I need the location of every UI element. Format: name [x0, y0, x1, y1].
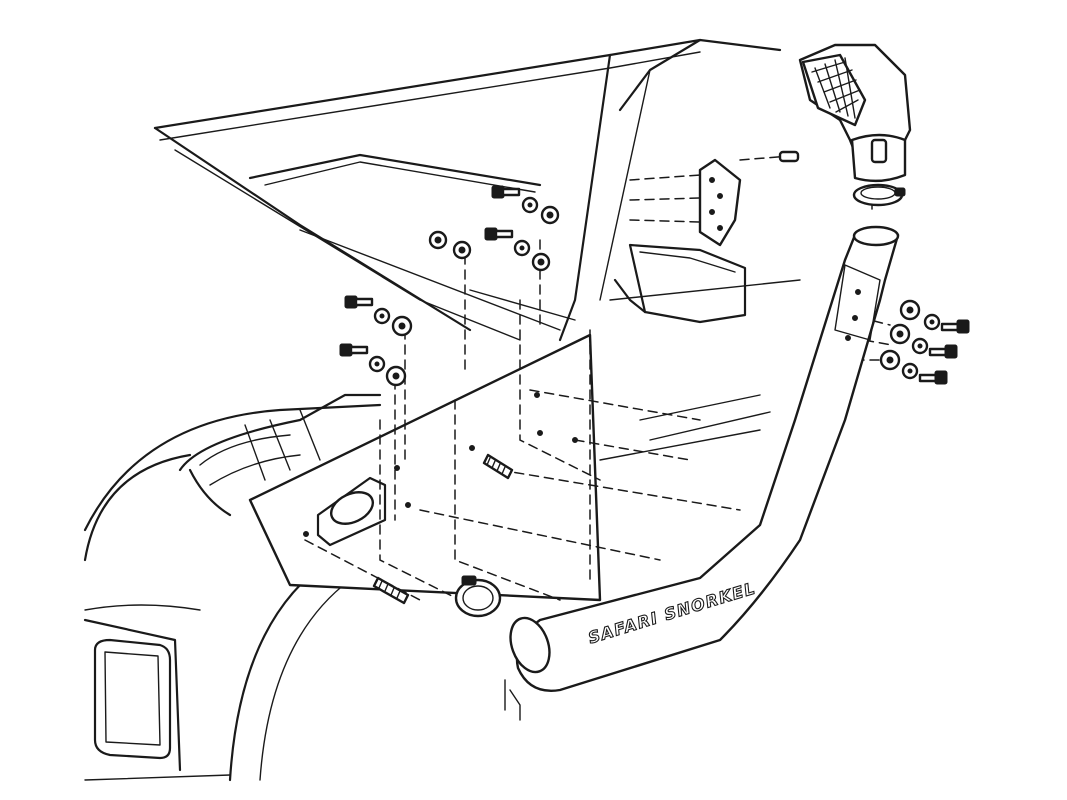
nut-icon [513, 239, 531, 257]
washer-icon [391, 315, 413, 337]
upper-clamp [852, 183, 906, 207]
air-ram-head [798, 43, 912, 183]
fasteners-right [879, 299, 970, 385]
washer-icon [428, 230, 448, 250]
washer-icon [889, 323, 911, 345]
studs [372, 453, 514, 605]
stud-icon [372, 576, 410, 605]
alignment-lines [304, 155, 893, 601]
nut-icon [901, 362, 919, 380]
washer-icon [385, 365, 407, 387]
bolt-icon [491, 185, 521, 199]
nut-icon [373, 307, 391, 325]
nut-icon [521, 196, 539, 214]
washer-icon [452, 240, 472, 260]
bolt-icon [484, 227, 514, 241]
washer-icon [899, 299, 921, 321]
stud-icon [482, 453, 514, 480]
fasteners-left [339, 185, 560, 387]
nut-icon [923, 313, 941, 331]
bolt-icon [928, 344, 958, 359]
washer-icon [531, 252, 551, 272]
hose-clamp [454, 575, 502, 618]
bolt-icon [940, 319, 970, 334]
bolt-icon [339, 343, 369, 357]
nut-icon [368, 355, 386, 373]
washer-icon [879, 349, 901, 371]
mounting-bracket [698, 150, 800, 247]
bracket-screw-icon [778, 150, 800, 163]
bolt-icon [344, 295, 374, 309]
guard-template-panel [248, 333, 602, 602]
nut-icon [911, 337, 929, 355]
washer-icon [540, 205, 560, 225]
bolt-icon [918, 370, 948, 385]
